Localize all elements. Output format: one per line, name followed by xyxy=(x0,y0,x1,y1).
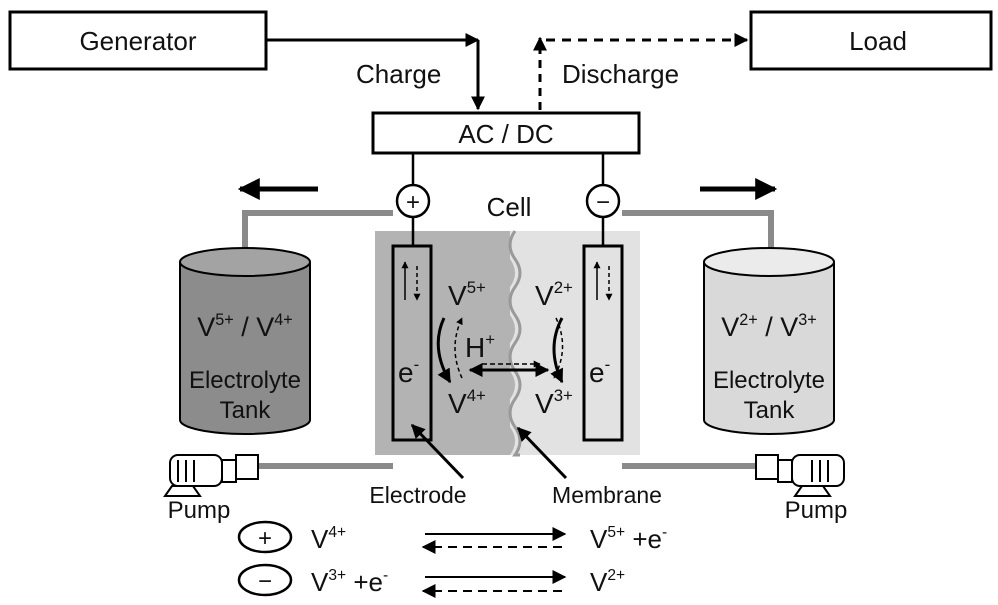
left-curve-solid-arrow xyxy=(436,317,452,384)
electron-left: e- xyxy=(398,355,419,388)
negative-reaction-sign-badge xyxy=(237,563,293,597)
membrane-pointer xyxy=(516,426,568,480)
positive-electrolyte-tank: V5+ / V4+ Electrolyte Tank xyxy=(179,247,311,435)
left-tank-species: V5+ / V4+ xyxy=(197,311,292,342)
right-curve-dashed-arrow xyxy=(553,317,564,379)
load-block: Load xyxy=(749,10,993,71)
right-tank-species: V2+ / V3+ xyxy=(721,311,816,342)
left-pump-icon xyxy=(163,454,259,497)
negative-reaction: − V3+ +e- V2+ xyxy=(237,563,625,598)
left-tank-line2: Electrolyte xyxy=(189,367,301,394)
positive-half-cell xyxy=(375,231,520,455)
negative-sign: − xyxy=(596,189,610,216)
negative-half-cell xyxy=(510,231,640,455)
cell: Cell xyxy=(375,192,640,457)
left-tank-line3: Tank xyxy=(220,397,272,424)
ion-right-bottom: V3+ xyxy=(535,386,573,419)
right-tank-line2: Electrolyte xyxy=(713,367,825,394)
ion-right-top: V2+ xyxy=(535,278,573,311)
electron-right: e- xyxy=(589,355,610,388)
ion-proton: H+ xyxy=(465,330,495,363)
right-tank-line3: Tank xyxy=(744,397,796,424)
membrane-label: Membrane xyxy=(552,482,662,508)
negative-terminal: − xyxy=(585,183,621,219)
positive-sign: + xyxy=(406,189,420,216)
positive-reaction-rhs: V5+ +e- xyxy=(590,524,667,554)
positive-reaction: + V4+ V5+ +e- xyxy=(237,520,667,554)
electrode-pointer xyxy=(410,423,465,480)
ion-left-top: V5+ xyxy=(448,278,486,311)
negative-reaction-sign: − xyxy=(258,568,272,595)
discharge-label: Discharge xyxy=(562,59,679,89)
positive-reaction-sign-badge xyxy=(237,520,293,554)
membrane xyxy=(508,230,522,457)
left-piping xyxy=(242,210,393,469)
electrode-label: Electrode xyxy=(369,482,466,508)
positive-reaction-sign: + xyxy=(258,525,272,552)
ion-left-bottom: V4+ xyxy=(448,386,486,419)
right-piping xyxy=(622,210,774,469)
generator-label: Generator xyxy=(79,26,196,56)
left-pump-label: Pump xyxy=(168,497,231,524)
charge-label: Charge xyxy=(356,59,441,89)
negative-reaction-lhs: V3+ +e- xyxy=(311,567,388,597)
positive-terminal: + xyxy=(395,183,431,219)
right-pump-icon xyxy=(755,454,845,497)
negative-electrolyte-tank: V2+ / V3+ Electrolyte Tank xyxy=(703,247,835,435)
positive-reaction-lhs: V4+ xyxy=(311,524,346,554)
negative-reaction-rhs: V2+ xyxy=(590,567,625,597)
acdc-converter: AC / DC xyxy=(371,111,641,155)
acdc-label: AC / DC xyxy=(458,119,553,149)
cell-label: Cell xyxy=(487,192,532,222)
right-pump-label: Pump xyxy=(785,497,848,524)
load-label: Load xyxy=(849,26,907,56)
left-curve-dashed-arrow xyxy=(454,317,463,379)
generator-block: Generator xyxy=(8,10,268,71)
